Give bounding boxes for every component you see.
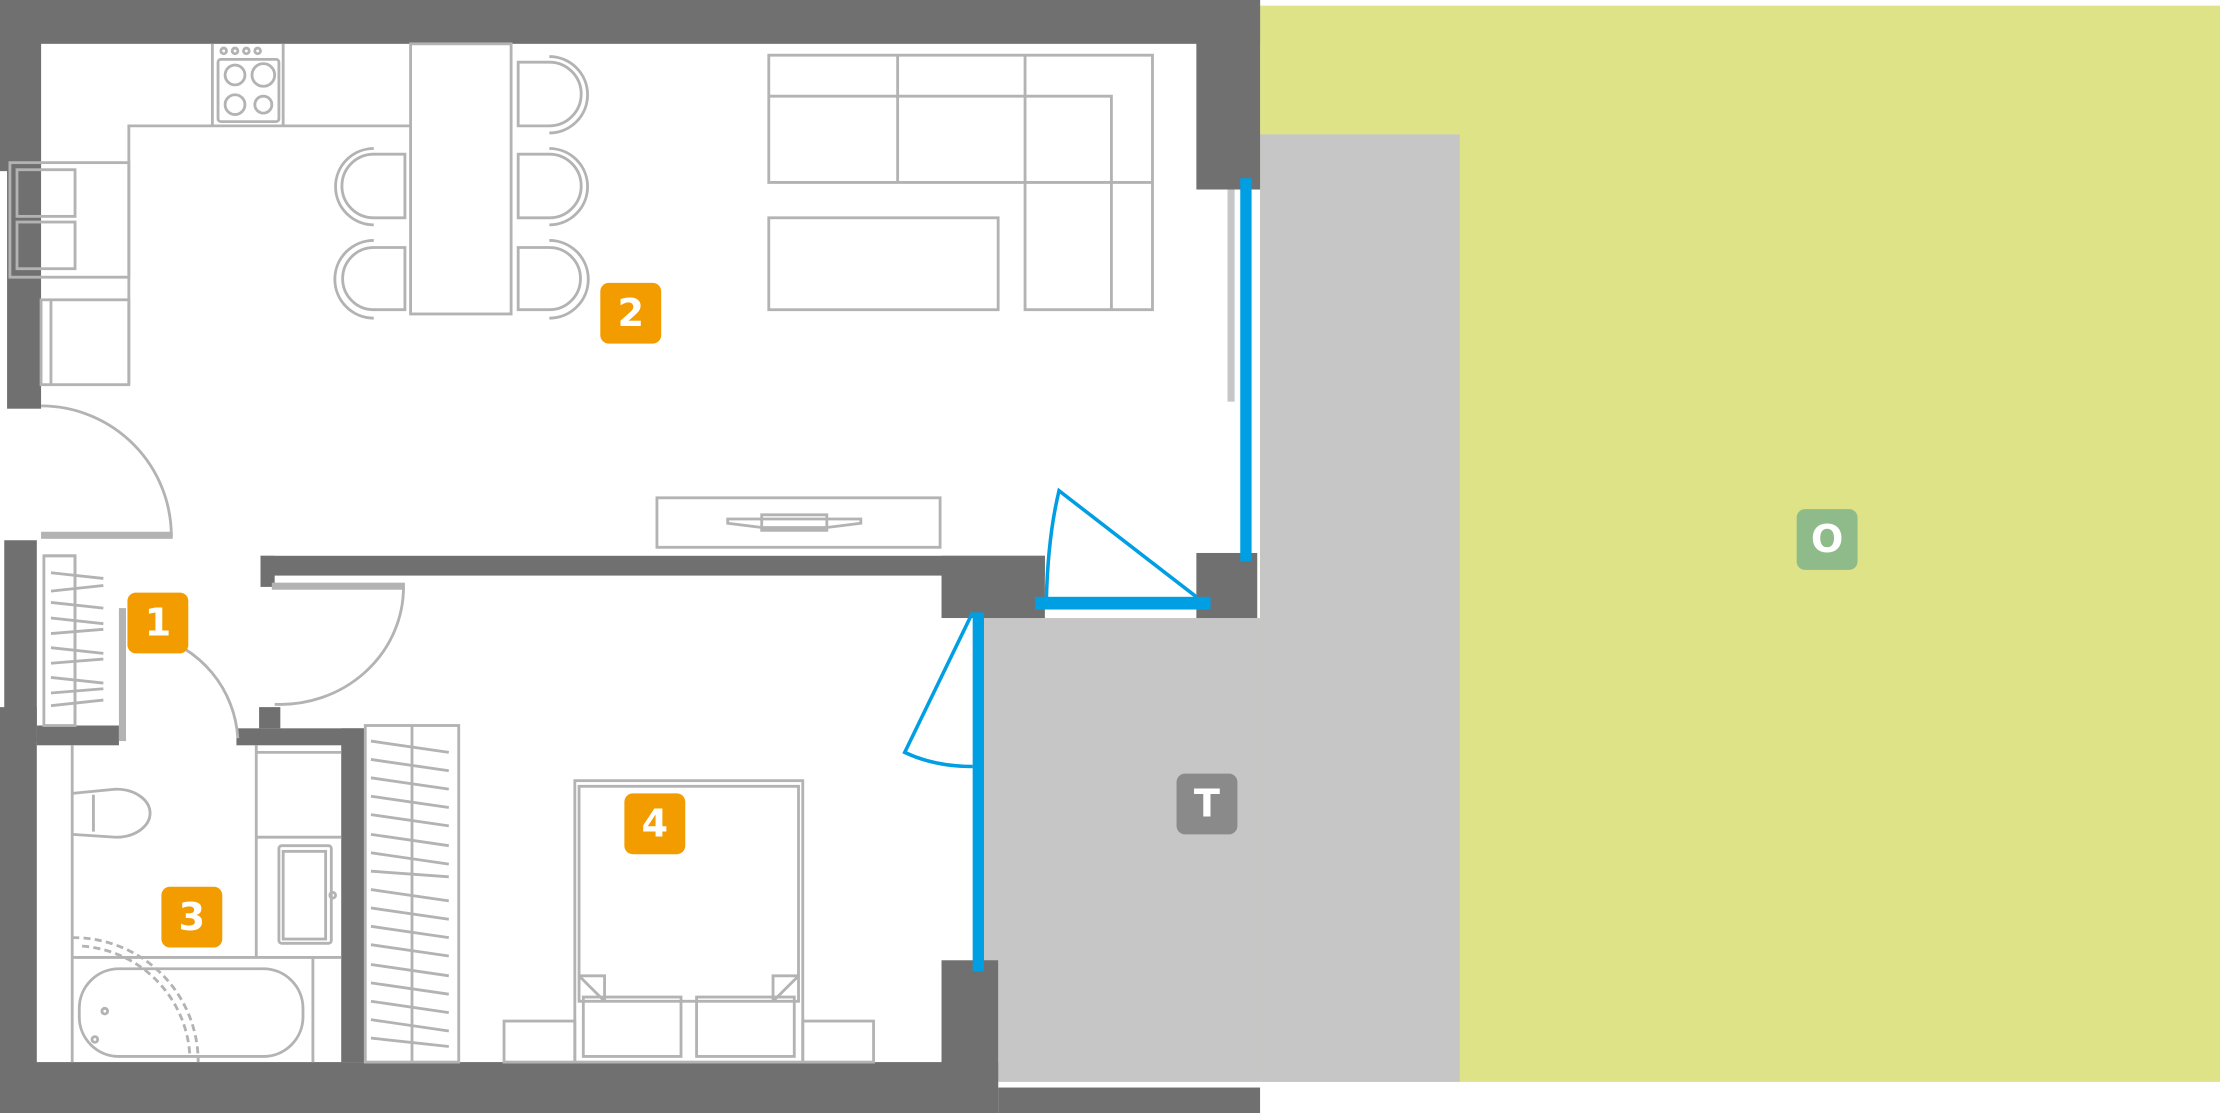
- room-badge-3[interactable]: 3: [161, 886, 223, 948]
- room-label-1: 1: [145, 602, 172, 646]
- bedroom-wardrobe: [363, 724, 461, 1064]
- tv-stand: [655, 496, 942, 549]
- sofa: [767, 53, 1154, 312]
- room-label-4: 4: [642, 803, 669, 847]
- terrace-label: T: [1194, 783, 1220, 827]
- garden-label: O: [1811, 518, 1843, 562]
- terrace-badge[interactable]: T: [1176, 773, 1238, 835]
- bed: [502, 779, 875, 1064]
- windows-glazing: [902, 178, 1252, 972]
- walls: [0, 0, 1261, 1113]
- room-badge-4[interactable]: 4: [624, 793, 686, 855]
- bathroom-fixtures: [70, 745, 342, 1063]
- room-badge-1[interactable]: 1: [127, 592, 189, 654]
- dining-table: [333, 42, 590, 320]
- room-label-3: 3: [179, 896, 206, 940]
- hall-wardrobe: [42, 554, 104, 727]
- terrace-area: [983, 134, 1460, 1082]
- room-badge-2[interactable]: 2: [600, 282, 662, 344]
- kitchen-counter: [8, 43, 411, 387]
- room-label-2: 2: [617, 292, 644, 336]
- garden-badge[interactable]: O: [1796, 509, 1858, 570]
